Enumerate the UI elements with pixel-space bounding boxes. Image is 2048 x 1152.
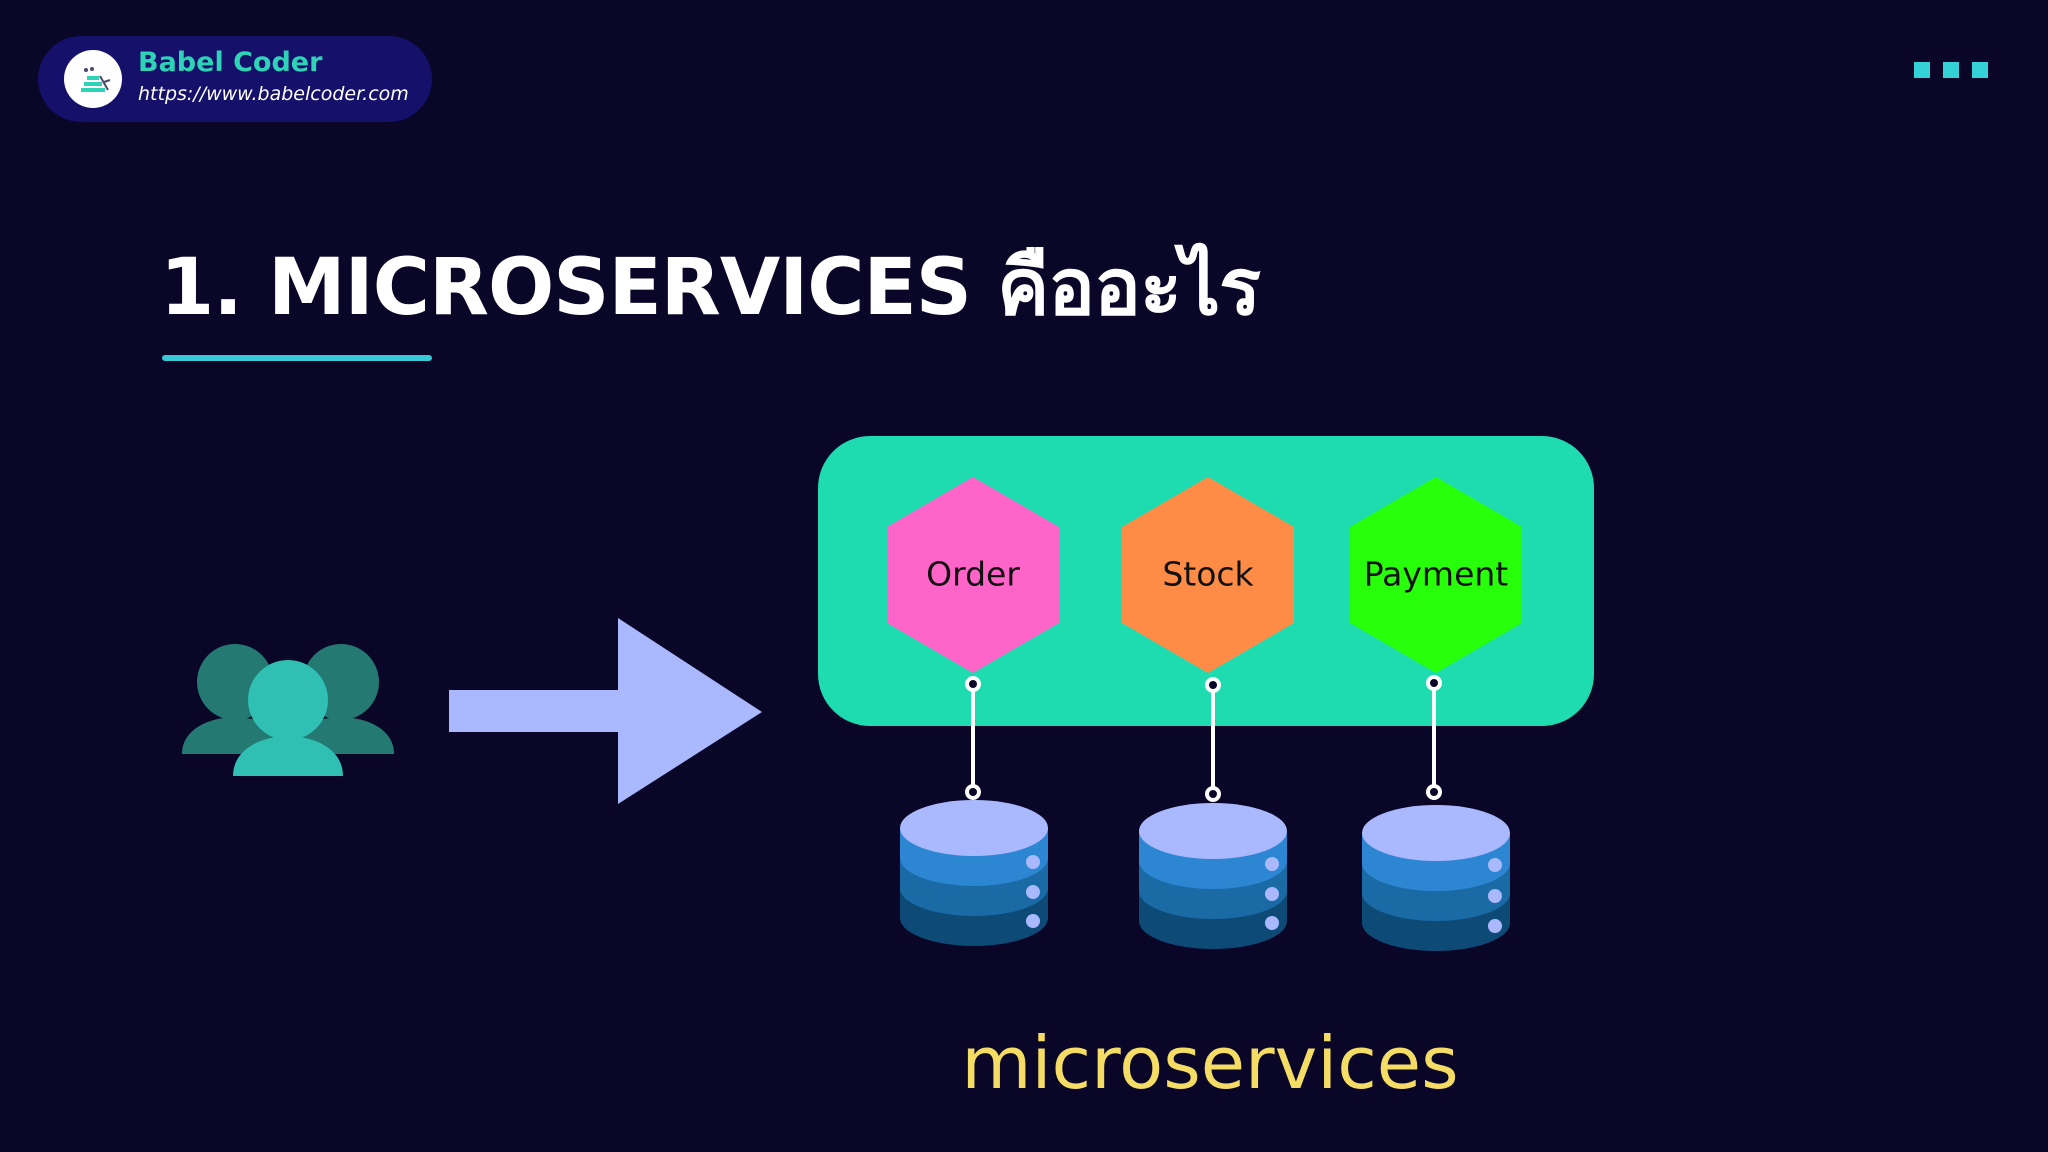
brand-badge[interactable]: Babel Coder https://www.babelcoder.com bbox=[38, 36, 432, 122]
service-order[interactable]: Order bbox=[887, 477, 1059, 673]
three-squares-icon[interactable] bbox=[1914, 62, 1988, 78]
database-icon bbox=[900, 800, 1048, 946]
service-label: Payment bbox=[1364, 555, 1509, 594]
service-hexagon bbox=[1122, 477, 1294, 673]
right-arrow-icon bbox=[449, 618, 762, 804]
connector-endpoints bbox=[965, 675, 1442, 802]
brand-url[interactable]: https://www.babelcoder.com bbox=[138, 83, 409, 105]
slide-title: 1. MICROSERVICES คืออะไร bbox=[160, 243, 1261, 333]
brand-name: Babel Coder bbox=[138, 47, 323, 78]
title-underline bbox=[162, 355, 432, 361]
service-label: Stock bbox=[1162, 555, 1254, 594]
diagram-caption: microservices bbox=[961, 1021, 1459, 1105]
babel-tower-logo bbox=[64, 50, 122, 108]
service-label: Order bbox=[926, 555, 1020, 594]
service-hexagon bbox=[1350, 477, 1522, 673]
service-hexagon bbox=[887, 477, 1059, 673]
database-icon bbox=[1362, 805, 1510, 951]
menu-square bbox=[1943, 62, 1959, 78]
service-payment[interactable]: Payment bbox=[1350, 477, 1522, 673]
database-icon bbox=[1139, 803, 1287, 949]
service-stock[interactable]: Stock bbox=[1122, 477, 1294, 673]
user-group-icon bbox=[182, 644, 394, 776]
service-database-connectors bbox=[971, 689, 1436, 788]
menu-square bbox=[1972, 62, 1988, 78]
menu-square bbox=[1914, 62, 1930, 78]
